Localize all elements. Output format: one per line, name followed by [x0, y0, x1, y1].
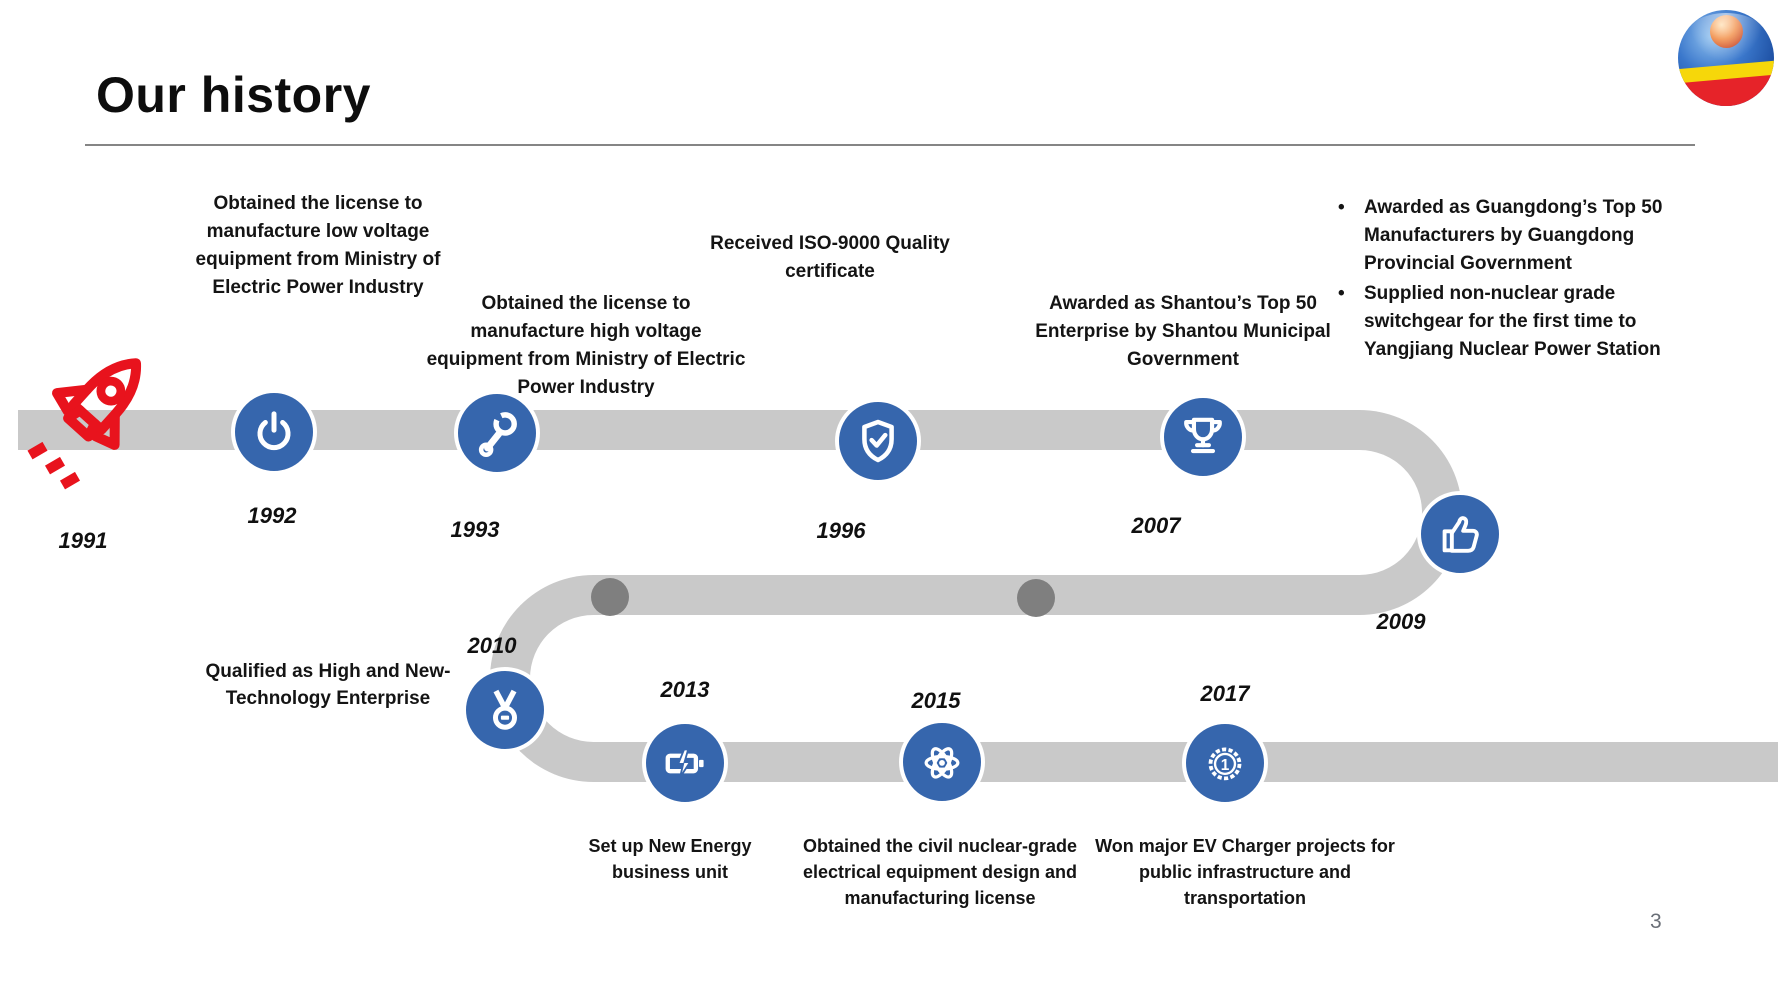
event-node-2017: 1 — [1182, 720, 1268, 806]
page-number: 3 — [1650, 910, 1662, 933]
atom-icon — [924, 747, 960, 779]
power-icon — [257, 411, 291, 451]
svg-text:1: 1 — [1221, 757, 1230, 774]
year-label-2009: 2009 — [1376, 609, 1426, 634]
event-node-2010 — [462, 667, 548, 753]
bullet-text: Supplied non-nuclear grade switchgear fo… — [1364, 283, 1661, 360]
year-label-2010: 2010 — [467, 633, 517, 658]
year-label-1993: 1993 — [450, 517, 500, 542]
event-desc-1996: Received ISO-9000 Quality certificate — [710, 233, 950, 282]
event-node-2015 — [899, 719, 985, 805]
timeline-joint-dot — [591, 578, 629, 616]
event-desc-2013: Set up New Energy business unit — [588, 836, 752, 882]
event-desc-1992: Obtained the license to manufacture low … — [195, 193, 441, 298]
event-node-1996 — [835, 398, 921, 484]
year-label-2007: 2007 — [1131, 513, 1181, 538]
event-desc-2017: Won major EV Charger projects for public… — [1095, 836, 1395, 908]
trophy-icon — [1184, 417, 1222, 454]
event-desc-2015: Obtained the civil nuclear-grade electri… — [802, 836, 1078, 908]
year-label-2017: 2017 — [1200, 681, 1250, 706]
medal-icon — [492, 689, 518, 730]
timeline-bar-top — [18, 410, 1340, 450]
year-label-2015: 2015 — [911, 688, 961, 713]
bullet-marker: • — [1338, 283, 1345, 304]
year-label-2013: 2013 — [660, 677, 710, 702]
wrench-icon — [478, 407, 517, 458]
event-desc-2007: Awarded as Shantou’s Top 50 Enterprise b… — [1035, 293, 1331, 370]
year-label-1992: 1992 — [247, 503, 297, 528]
bullet-item: • Awarded as Guangdong’s Top 50 Manufact… — [1338, 194, 1698, 278]
event-desc-2010: Qualified as High and New- Technology En… — [205, 661, 451, 709]
event-node-1993 — [454, 390, 540, 476]
award-badge-icon: 1 — [1208, 747, 1242, 781]
bullet-text: Awarded as Guangdong’s Top 50 Manufactur… — [1364, 197, 1663, 274]
title-underline — [85, 144, 1695, 146]
sphere-ball-logo — [1678, 10, 1774, 106]
page-title: Our history — [96, 67, 371, 123]
event-node-2009 — [1417, 491, 1503, 577]
battery-charging-icon — [665, 748, 704, 778]
timeline-joint-dot — [1017, 579, 1055, 617]
event-node-2013 — [642, 720, 728, 806]
event-node-2007 — [1160, 394, 1246, 480]
bullet-item: • Supplied non-nuclear grade switchgear … — [1338, 280, 1698, 364]
shield-check-icon — [862, 419, 894, 463]
rocket-icon — [20, 340, 170, 500]
event-desc-1993: Obtained the license to manufacture high… — [426, 293, 746, 398]
logo-gloss — [1683, 12, 1769, 66]
year-label-1991: 1991 — [58, 528, 108, 553]
event-node-1992 — [231, 389, 317, 475]
year-label-1996: 1996 — [816, 518, 866, 543]
thumbs-up-icon — [1442, 516, 1479, 553]
event-desc-2009: • Awarded as Guangdong’s Top 50 Manufact… — [1338, 194, 1698, 366]
timeline-bar-middle — [630, 575, 1340, 615]
bullet-marker: • — [1338, 197, 1345, 218]
